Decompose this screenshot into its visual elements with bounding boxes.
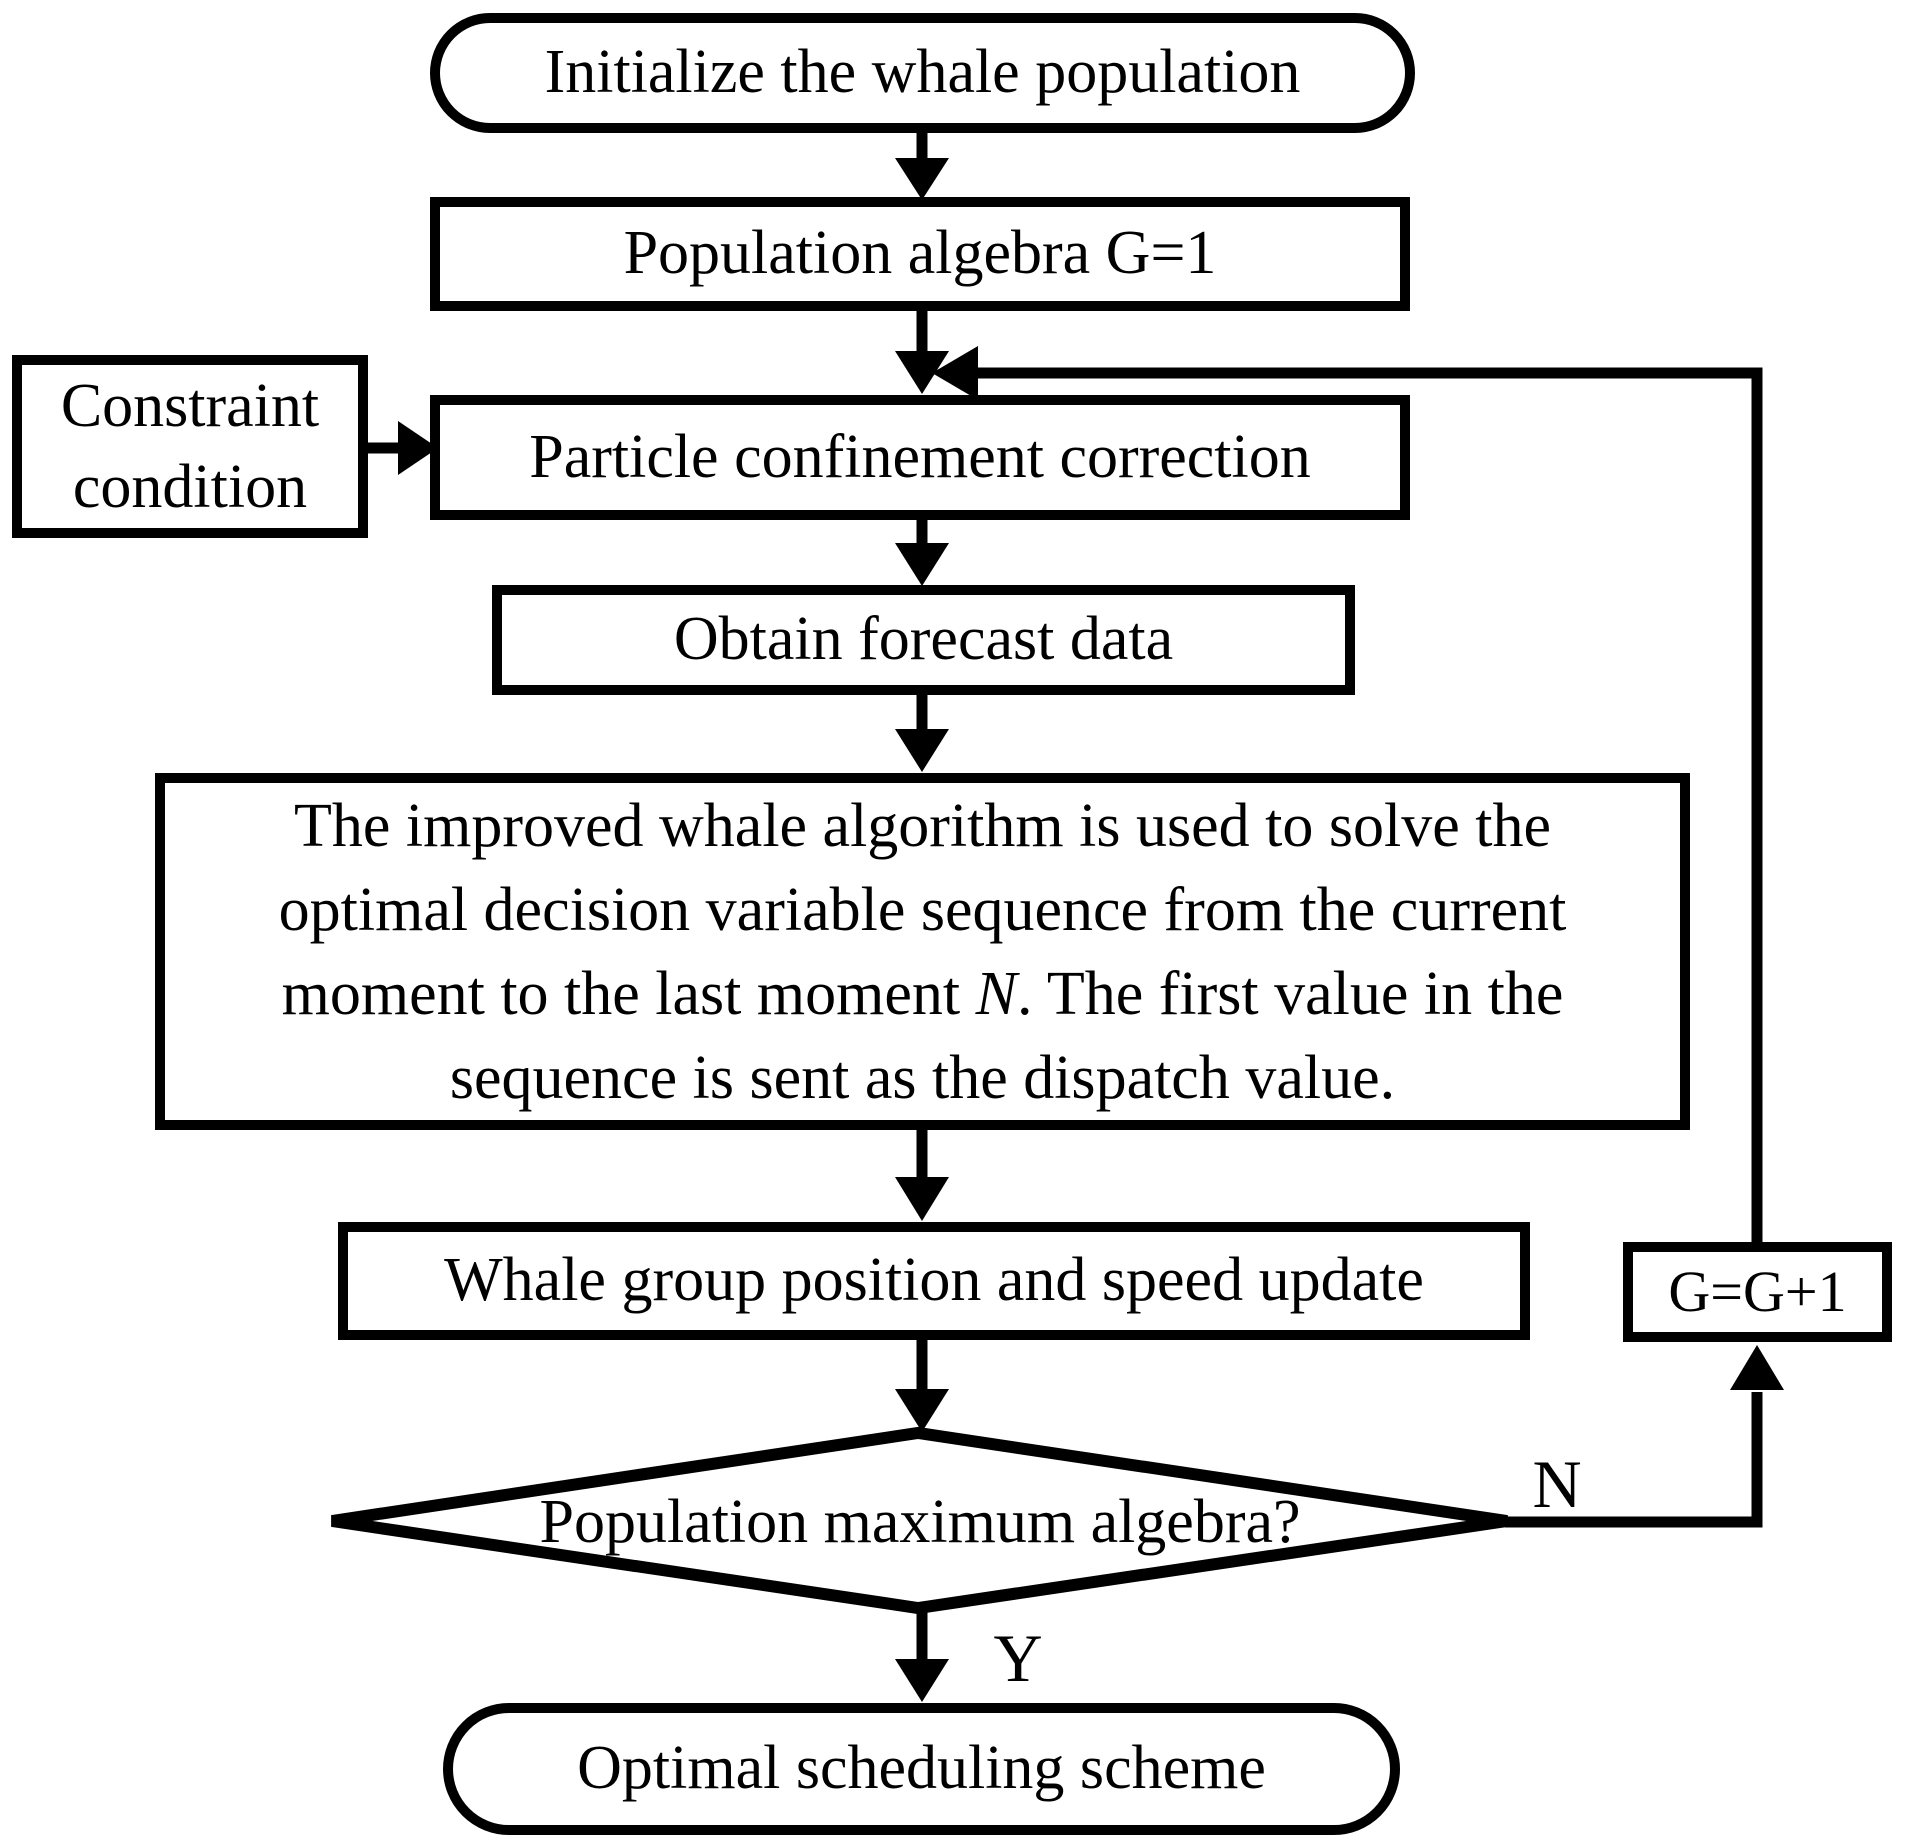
whale-group-update-node: Whale group position and speed update — [338, 1222, 1530, 1340]
obtain-forecast-label: Obtain forecast data — [673, 605, 1174, 674]
decision-node-label: Population maximum algebra? — [370, 1463, 1470, 1581]
solve-line-1: The improved whale algorithm is used to … — [294, 791, 1551, 860]
particle-confinement-label: Particle confinement correction — [529, 422, 1311, 491]
end-node-label: Optimal scheduling scheme — [577, 1734, 1266, 1803]
constraint-line-1: Constraint — [60, 371, 320, 440]
solve-line-4: sequence is sent as the dispatch value. — [449, 1043, 1396, 1112]
arrowhead-start-to-algebra — [895, 158, 949, 200]
arrowhead-update-to-decision — [895, 1389, 949, 1432]
decision-diamond-shape — [331, 1426, 1508, 1615]
no-branch-letter: N — [1532, 1445, 1582, 1522]
end-node: Optimal scheduling scheme — [443, 1703, 1400, 1835]
arrowhead-no-branch-to-increment — [1730, 1345, 1784, 1390]
solve-line-3-after: . The first value in the — [1016, 959, 1564, 1028]
yes-branch-label: Y — [978, 1620, 1058, 1696]
solve-line-3-variable: N — [975, 959, 1017, 1028]
arrowhead-forecast-to-solve — [895, 729, 949, 772]
arrowhead-decision-to-end — [895, 1659, 949, 1702]
yes-branch-letter: Y — [993, 1619, 1043, 1696]
constraint-line-2: condition — [72, 452, 308, 521]
arrowhead-correction-to-forecast — [895, 543, 949, 586]
improved-whale-algorithm-node: The improved whale algorithm is used to … — [155, 773, 1690, 1130]
population-algebra-label: Population algebra G=1 — [623, 219, 1217, 288]
constraint-condition-node: Constraint condition — [12, 355, 368, 538]
arrowhead-algebra-to-correction — [895, 351, 949, 394]
start-node-label: Initialize the whale population — [544, 38, 1301, 107]
increment-generation-node: G=G+1 — [1623, 1242, 1892, 1342]
obtain-forecast-node: Obtain forecast data — [492, 585, 1355, 695]
population-algebra-node: Population algebra G=1 — [430, 197, 1410, 311]
whale-group-update-label: Whale group position and speed update — [444, 1246, 1424, 1315]
solve-line-3: moment to the last moment N. The first v… — [282, 952, 1564, 1036]
increment-generation-label: G=G+1 — [1668, 1258, 1847, 1324]
arrowhead-solve-to-update — [895, 1177, 949, 1221]
decision-question: Population maximum algebra? — [539, 1487, 1301, 1556]
no-branch-label: N — [1512, 1446, 1602, 1522]
solve-line-3-before: moment to the last moment — [281, 959, 976, 1028]
particle-confinement-node: Particle confinement correction — [430, 395, 1410, 520]
line-no-branch — [1505, 1392, 1763, 1528]
arrowhead-constraint-to-correction — [398, 421, 438, 475]
arrowhead-feedback-to-correction — [932, 346, 978, 400]
line-feedback-loop — [954, 367, 1763, 1246]
start-node: Initialize the whale population — [430, 13, 1415, 133]
solve-line-2: optimal decision variable sequence from … — [278, 875, 1567, 944]
